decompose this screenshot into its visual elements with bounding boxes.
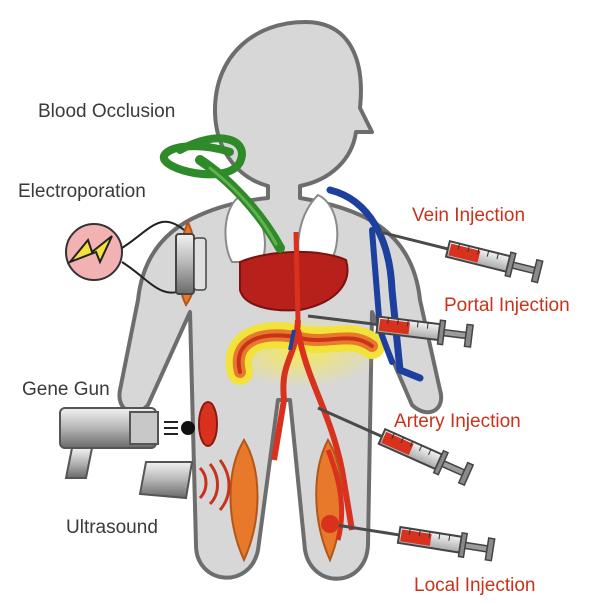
- label-blood-occlusion: Blood Occlusion: [38, 102, 175, 121]
- label-vein-injection: Vein Injection: [412, 206, 525, 225]
- label-artery-injection: Artery Injection: [394, 412, 521, 431]
- label-electroporation: Electroporation: [18, 182, 146, 201]
- label-local-injection: Local Injection: [414, 576, 535, 595]
- label-portal-injection: Portal Injection: [444, 296, 570, 315]
- label-gene-gun: Gene Gun: [22, 380, 110, 399]
- label-ultrasound: Ultrasound: [66, 518, 158, 537]
- local-injection-site: [321, 515, 339, 533]
